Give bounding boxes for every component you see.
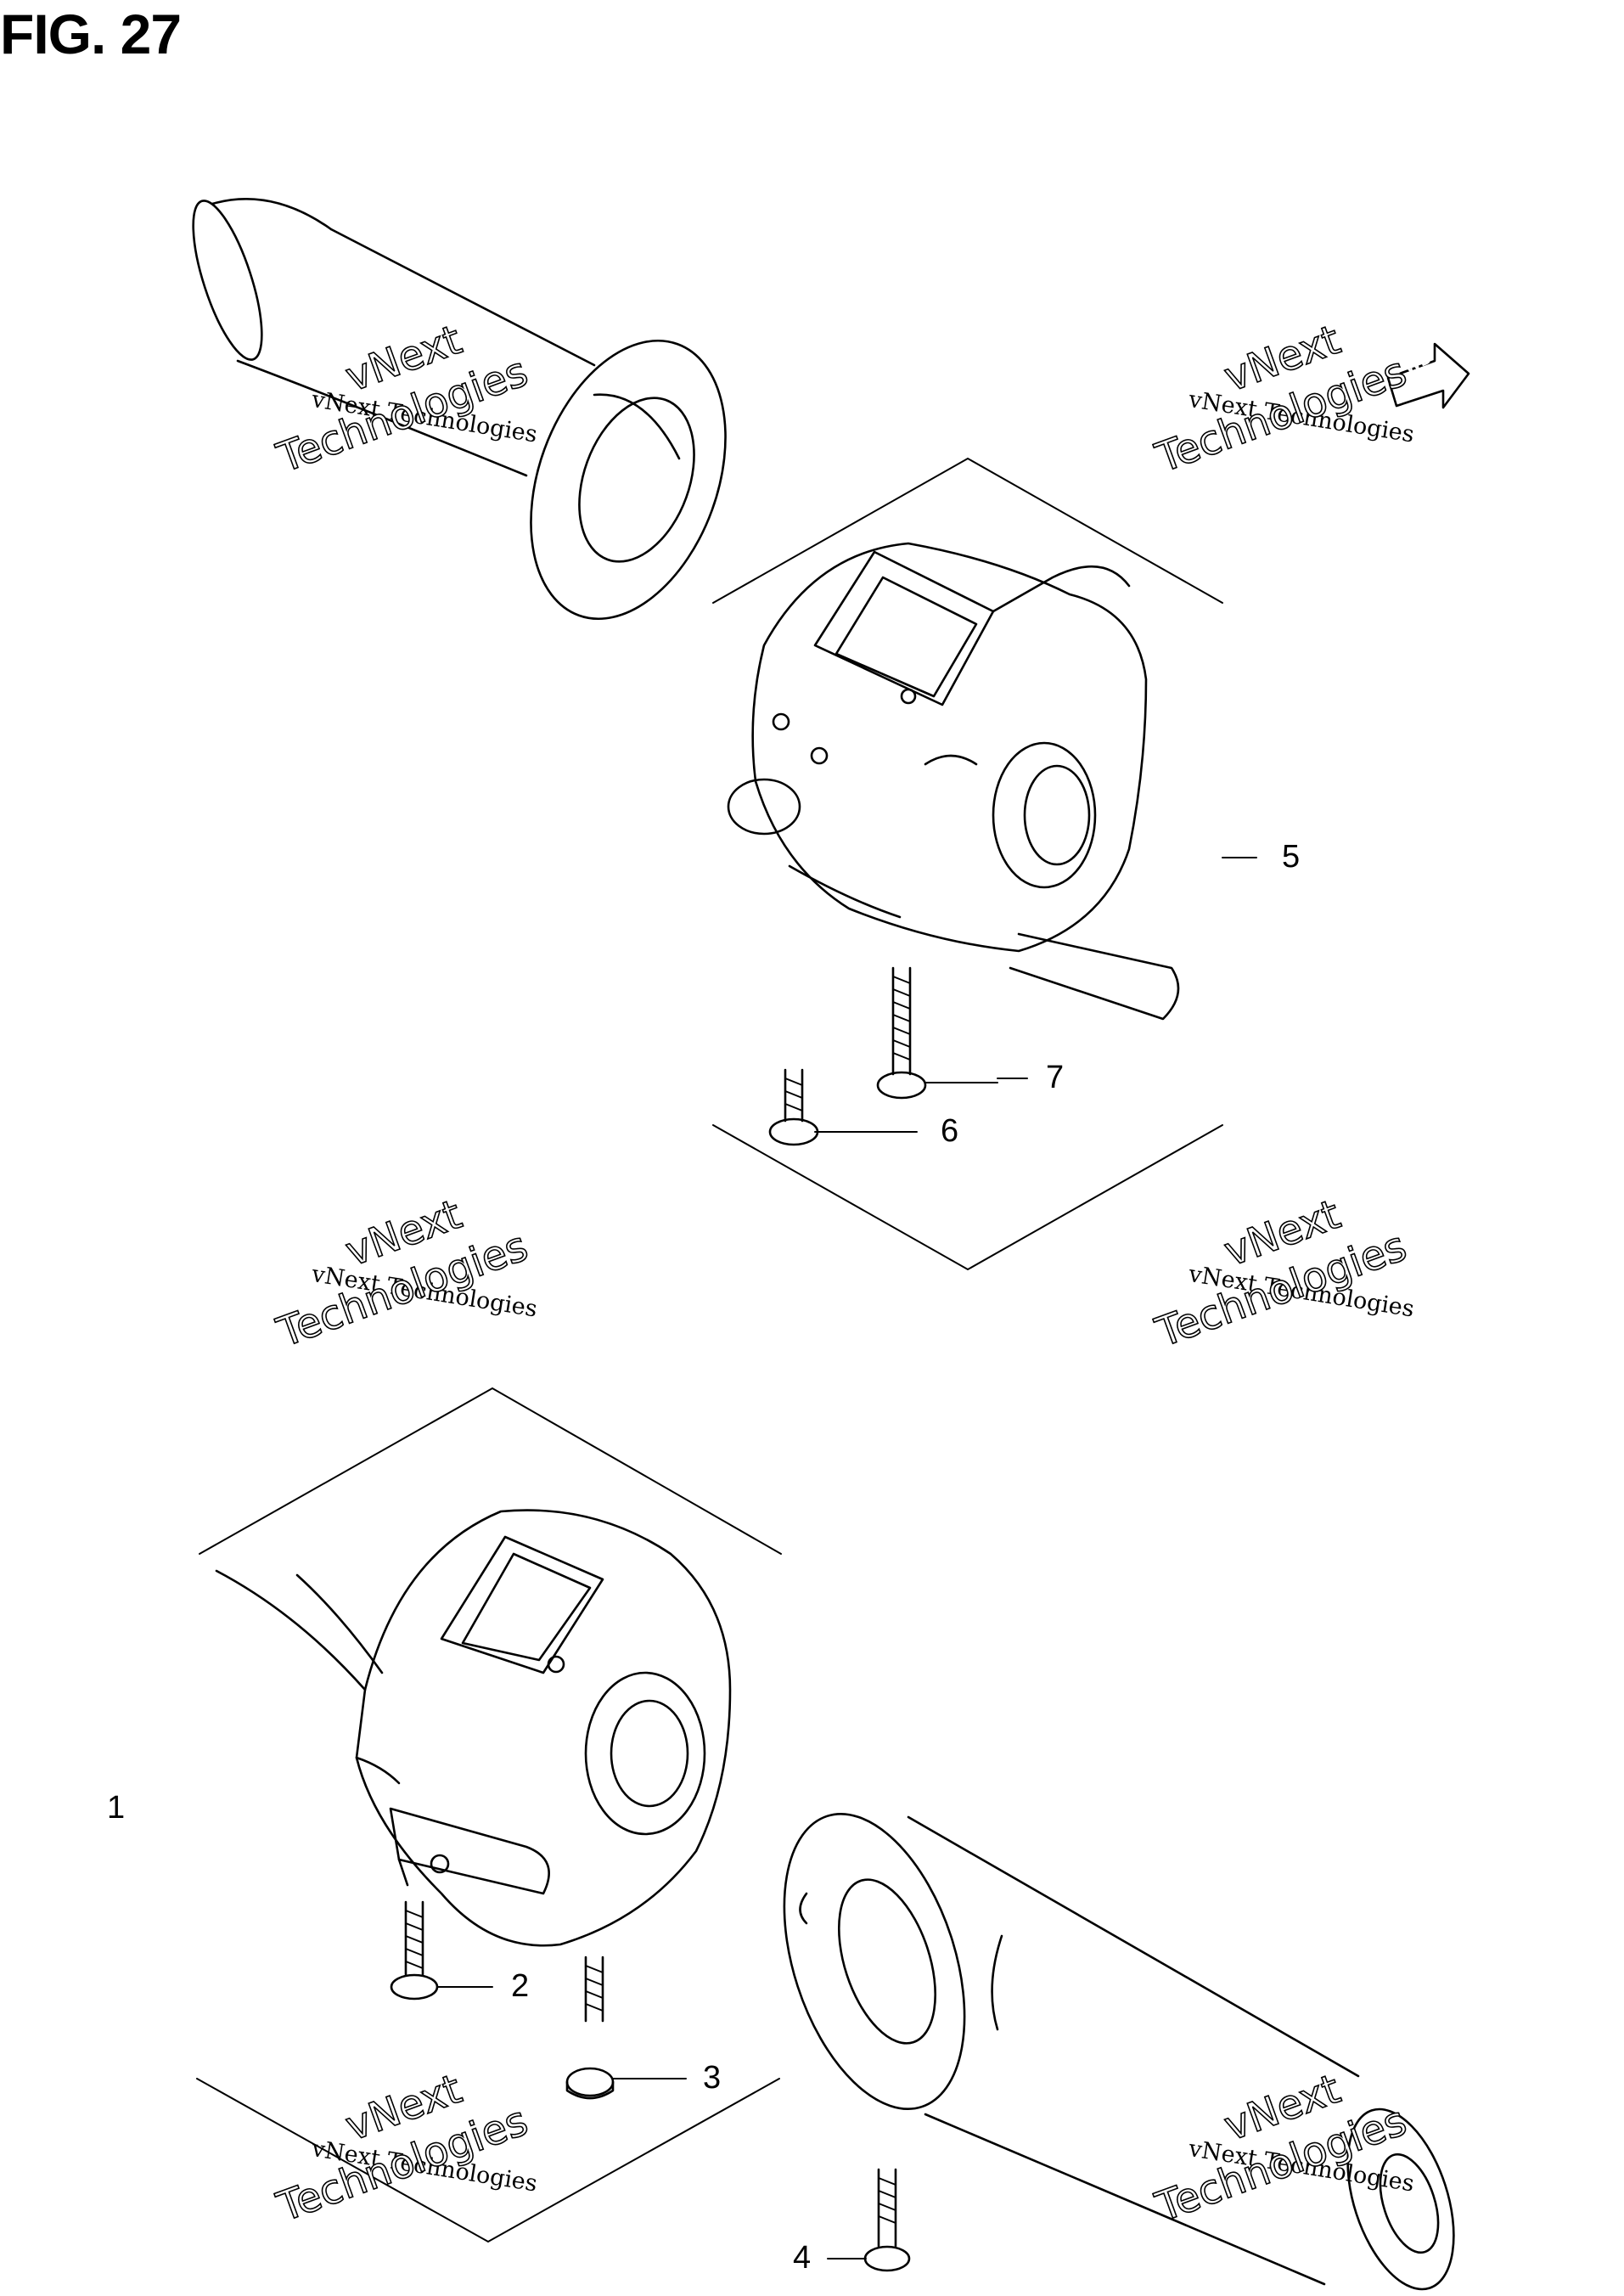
screw-2: [390, 1900, 439, 2001]
callout-1: 1: [107, 1790, 126, 1826]
fwd-arrow: [1386, 342, 1470, 409]
figure-title: FIG. 27: [0, 3, 182, 65]
callout-7: 7: [1046, 1060, 1065, 1095]
callout-6: 6: [941, 1113, 959, 1149]
upper-assembly-box: [712, 457, 1223, 1271]
lower-assembly-box: [196, 1387, 782, 2243]
screw-6: [768, 1068, 819, 1146]
right-switch-housing: [727, 542, 1180, 1021]
callout-5: 5: [1282, 839, 1301, 875]
left-switch-housing: [215, 1509, 732, 1947]
washer-3: [565, 2067, 615, 2100]
callout-4: 4: [793, 2240, 812, 2276]
throttle-grip: [783, 1813, 1455, 2291]
callout-2: 2: [511, 1968, 530, 2004]
screw-2b: [584, 1956, 604, 2023]
screw-4: [863, 2168, 911, 2272]
screw-7: [876, 966, 927, 1100]
grip-top-left: [192, 198, 727, 621]
callout-3: 3: [703, 2060, 722, 2096]
